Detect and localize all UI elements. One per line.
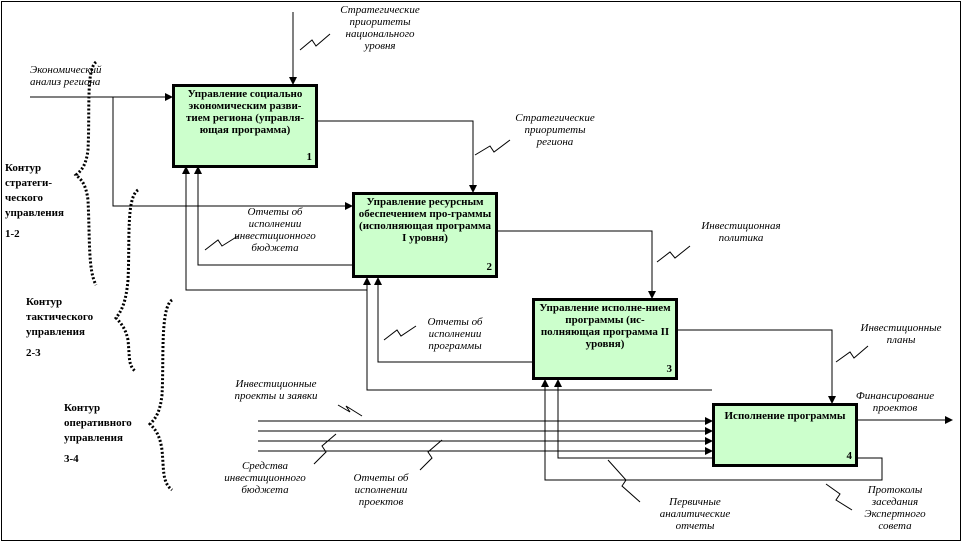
arrow-reports-program — [374, 277, 532, 363]
squiggle-invest-policy — [656, 245, 691, 263]
box-3-title: Управление исполне-нием программы (ис-по… — [539, 302, 671, 350]
squiggle-invest-projects — [337, 404, 363, 417]
box-2-title: Управление ресурсным обеспечением про-гр… — [358, 196, 492, 244]
label-strat-region: Стратегические приоритеты региона — [515, 112, 595, 148]
label-econ-analysis: Экономический анализ региона — [30, 64, 102, 88]
label-financing: Финансирование проектов — [855, 390, 935, 414]
arrow-primary-reports — [554, 379, 712, 459]
arrow-box2-box3 — [497, 230, 656, 299]
squiggle-strat-national — [299, 33, 331, 51]
contour-strategic-label: Контур стратеги- ческого управления — [5, 162, 64, 219]
label-reports-projects: Отчеты об исполнении проектов — [353, 472, 409, 508]
contour-tactical-code: 2-3 — [26, 347, 41, 359]
contour-tactical-label: Контур тактического управления — [26, 296, 94, 338]
squiggle-strat-region — [474, 139, 511, 156]
contour-strategic-code: 1-2 — [5, 228, 20, 240]
contour-operational-label: Контур оперативного управления — [64, 402, 132, 444]
arrow-reports-budget — [194, 166, 352, 266]
label-primary-reports: Первичные аналитические отчеты — [659, 496, 731, 532]
squiggle-primary-reports — [607, 459, 641, 503]
label-invest-plans: Инвестиционные планы — [860, 322, 942, 346]
box-regional-management: Управление социально экономическим разви… — [172, 84, 318, 168]
label-strat-national: Стратегические приоритеты национального … — [340, 4, 420, 52]
box-resource-management: Управление ресурсным обеспечением про-гр… — [352, 192, 498, 278]
arrow-protocols — [541, 379, 883, 481]
squiggle-reports-projects — [419, 439, 443, 471]
contour-tactical: Контур тактического управления 2-3 — [26, 280, 116, 376]
squiggle-invest-plans — [835, 345, 869, 363]
box-1-title: Управление социально экономическим разви… — [186, 88, 304, 136]
label-funds: Средства инвестиционного бюджета — [224, 460, 306, 496]
contour-operational: Контур оперативного управления 3-4 — [64, 386, 154, 482]
box-3-number: 3 — [666, 363, 673, 375]
box-1-number: 1 — [306, 151, 313, 163]
label-invest-policy: Инвестиционная политика — [701, 220, 781, 244]
contour-operational-code: 3-4 — [64, 453, 79, 465]
box-4-number: 4 — [846, 450, 853, 462]
contour-strategic: Контур стратеги- ческого управления 1-2 — [5, 146, 85, 257]
box-4-title: Исполнение программы — [724, 410, 846, 422]
arrow-box3-box4 — [678, 329, 836, 404]
arrow-box1-box2 — [318, 120, 477, 193]
label-protocols: Протоколы заседания Экспертного совета — [864, 484, 926, 532]
squiggle-funds — [313, 433, 337, 465]
squiggle-protocols — [825, 483, 853, 511]
box-program-execution: Исполнение программы 4 — [712, 403, 858, 467]
brace-contour-1 — [73, 60, 98, 286]
brace-contour-2 — [114, 188, 140, 374]
squiggle-reports-program — [383, 325, 417, 341]
label-reports-budget: Отчеты об исполнении инвестиционного бюд… — [234, 206, 316, 254]
label-invest-projects: Инвестиционные проекты и заявки — [234, 378, 318, 402]
squiggle-reports-budget — [204, 235, 239, 251]
box-program-execution-management: Управление исполне-нием программы (ис-по… — [532, 298, 678, 380]
arrow-econ-to-box2 — [112, 97, 353, 210]
box-2-number: 2 — [486, 261, 493, 273]
label-reports-program: Отчеты об исполнении программы — [427, 316, 483, 352]
